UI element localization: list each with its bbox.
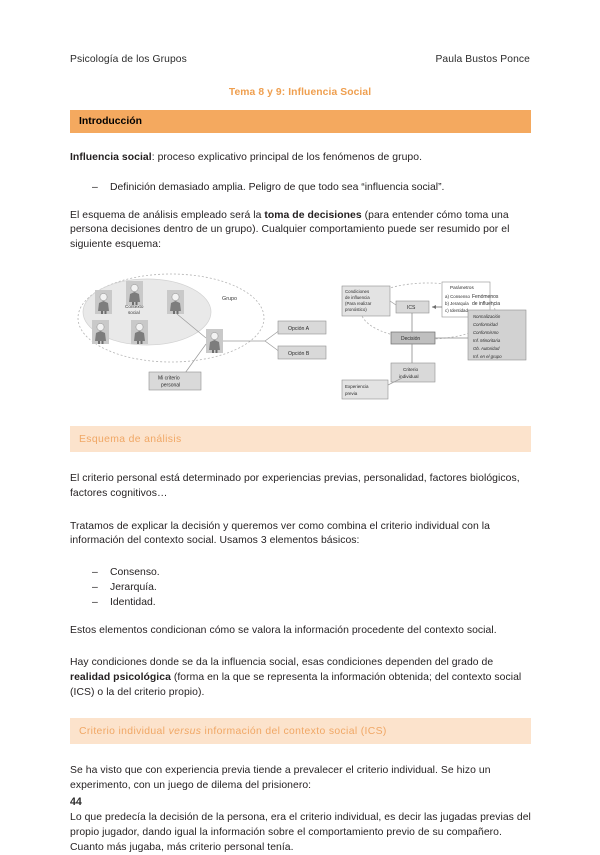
paragraph-estos-elementos: Estos elementos condicionan cómo se valo… — [70, 624, 497, 636]
esquema-analisis-a: El esquema de análisis empleado será la — [70, 209, 265, 221]
figure-label-parametro-c: c) Identidad — [445, 308, 469, 313]
list-item-label: Definición demasiado amplia. Peligro de … — [110, 181, 445, 193]
figure-label-opcion-a: Opción A — [288, 326, 310, 332]
section-header-esquema-de-analisis-label: Esquema de análisis — [79, 434, 182, 446]
paragraph-influencia-social: Influencia social: proceso explicativo p… — [70, 151, 531, 166]
figure-esquema-toma-de-decisiones: Contexto social Grupo Opción A Opción B … — [70, 268, 531, 408]
figure-label-condiciones-1: Condiciones — [345, 289, 370, 294]
paragraph-dilema-prisionero: Lo que predecía la decisión de la person… — [70, 812, 531, 853]
paragraph-esquema-analisis: El esquema de análisis empleado será la … — [70, 209, 531, 253]
figure-label-fenomeno-4: Ob. Autoridad — [473, 346, 500, 351]
toma-de-decisiones-term: toma de decisiones — [264, 209, 362, 221]
paragraph-criterio-personal: El criterio personal está determinado po… — [70, 473, 520, 499]
section-header-introduccion-label: Introducción — [79, 116, 142, 127]
figure-label-parametros-title: Parámetros — [450, 285, 474, 290]
figure-label-decision: Decisión — [401, 336, 420, 342]
list-item: –Consenso. — [70, 565, 531, 580]
figure-label-experiencia-2: previa — [345, 391, 358, 396]
section-header-esquema-de-analisis: Esquema de análisis — [70, 426, 531, 453]
section-header-introduccion: Introducción — [70, 110, 531, 133]
figure-label-fenomeno-3: Inf. Minoritaria — [473, 338, 501, 343]
paragraph-tratamos-explicar: Tratamos de explicar la decisión y quere… — [70, 520, 490, 547]
running-head-course: Psicología de los Grupos — [70, 54, 187, 65]
list-item-label: Consenso. — [110, 566, 160, 578]
section-header-criterio-individual: Criterio individual versus información d… — [70, 718, 531, 745]
realidad-psicologica-term: realidad psicológica — [70, 671, 171, 683]
figure-label-criterio-2: individual — [399, 374, 419, 379]
figure-label-contexto-social-2: social — [128, 310, 140, 315]
realidad-psicologica-a: Hay condiciones donde se da la influenci… — [70, 657, 494, 669]
list-item-label: Identidad. — [110, 596, 156, 608]
paragraph-realidad-psicologica: Hay condiciones donde se da la influenci… — [70, 656, 531, 700]
figure-label-experiencia-1: Experiencia — [345, 384, 369, 389]
figure-label-grupo: Grupo — [222, 296, 237, 302]
figure-label-parametro-a: a) Consenso — [445, 294, 470, 299]
section-header-criterio-individual-label-a: Criterio individual — [79, 726, 169, 738]
dash-bullet-icon: – — [92, 581, 98, 593]
figure-label-opcion-b: Opción B — [288, 351, 310, 357]
dash-bullet-icon: – — [92, 596, 98, 608]
realidad-psicologica-b: (forma en la que se representa la inform… — [70, 671, 522, 698]
figure-label-condiciones-2: de influencia — [345, 295, 370, 300]
section-header-criterio-individual-label-b: información del contexto social (ICS) — [201, 726, 387, 738]
dash-bullet-icon: – — [92, 566, 98, 578]
figure-label-contexto-social-1: Contexto — [125, 304, 144, 309]
figure-label-fenomeno-2: Conformismo — [473, 330, 499, 335]
figure-label-condiciones-4: pronóstico) — [345, 307, 367, 312]
dash-bullet-icon: – — [92, 181, 98, 193]
list-item: –Identidad. — [70, 595, 531, 610]
figure-label-mi-criterio-1: Mi criterio — [158, 376, 180, 382]
figure-label-criterio-1: Criterio — [403, 367, 418, 372]
figure-label-condiciones-3: (Para realizar — [345, 301, 372, 306]
list-item: –Definición demasiado amplia. Peligro de… — [70, 180, 531, 195]
figure-label-ics: ICS — [407, 305, 416, 311]
figure-label-parametro-b: b) Jerarquía — [445, 301, 469, 306]
figure-label-mi-criterio-2: personal — [161, 383, 180, 389]
paragraph-experiencia-previa: Se ha visto que con experiencia previa t… — [70, 765, 491, 791]
definition-note-list: –Definición demasiado amplia. Peligro de… — [70, 180, 531, 195]
esquema-analisis-b: (para entender cómo toma una persona dec… — [70, 209, 510, 250]
list-item-label: Jerarquía. — [110, 581, 157, 593]
section-header-criterio-individual-versus: versus — [168, 726, 202, 738]
content-column: Introducción Influencia social: proceso … — [70, 110, 531, 855]
running-head-author: Paula Bustos Ponce — [435, 54, 530, 65]
elementos-basicos-list: –Consenso. –Jerarquía. –Identidad. — [70, 565, 531, 610]
running-head: Psicología de los Grupos Paula Bustos Po… — [70, 54, 530, 65]
figure-label-fenomenos-1: Fenómenos — [472, 294, 499, 300]
figure-label-fenomeno-5: Inf. en el grupo — [473, 354, 502, 359]
figure-label-fenomeno-0: Normalización — [473, 314, 501, 319]
page-title: Tema 8 y 9: Influencia Social — [228, 87, 372, 98]
page-number: 44 — [70, 796, 82, 808]
influencia-social-term: Influencia social — [70, 152, 152, 163]
figure-label-fenomenos-2: de influencia — [472, 301, 500, 307]
list-item: –Jerarquía. — [70, 580, 531, 595]
figure-label-fenomeno-1: Conformidad — [473, 322, 498, 327]
influencia-social-rest: : proceso explicativo principal de los f… — [151, 152, 423, 163]
